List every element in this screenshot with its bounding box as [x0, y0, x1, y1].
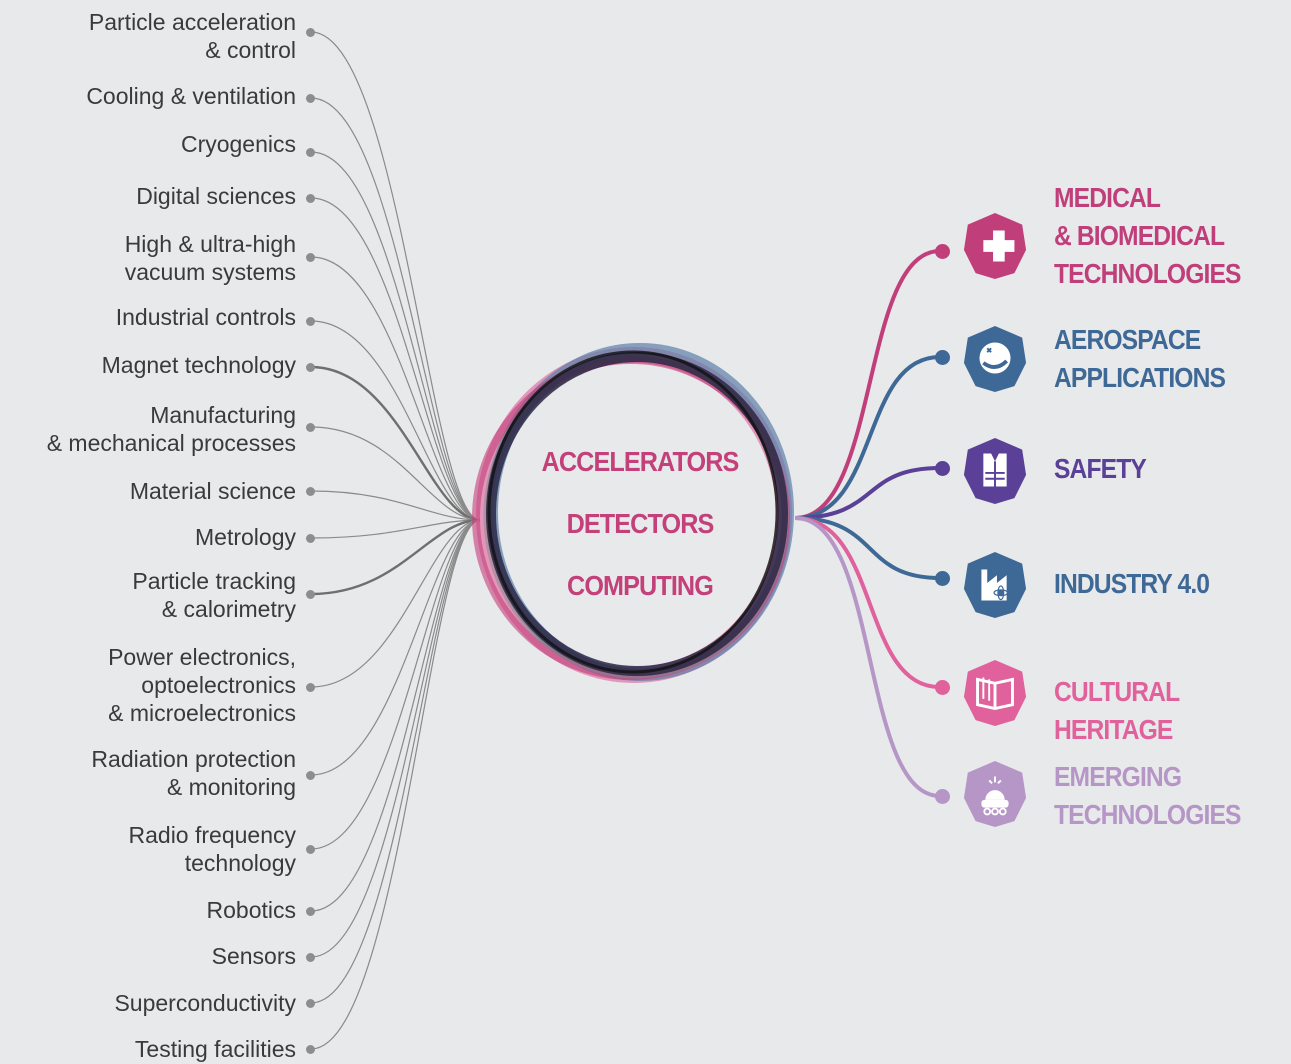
technology-label: Cooling & ventilation [86, 83, 296, 109]
technology-connector [310, 519, 481, 539]
technology-label: Radiation protection & monitoring [91, 746, 296, 800]
factory-atom-icon [962, 550, 1028, 620]
core-detectors: DETECTORS [566, 508, 715, 539]
technology-node [306, 148, 315, 157]
technology-connector [310, 519, 481, 912]
technology-label: Radio frequency technology [128, 822, 297, 876]
technology-connector [310, 519, 481, 688]
technology-connector [310, 197, 481, 521]
technology-node [306, 534, 315, 543]
technology-label: High & ultra-high vacuum systems [124, 231, 296, 285]
application-connector [794, 516, 941, 689]
technology-connector [310, 519, 481, 776]
technology-connector [310, 31, 481, 521]
application-node [935, 789, 950, 804]
application-label: EMERGING TECHNOLOGIES [1054, 761, 1241, 830]
satellite-icon [962, 324, 1028, 394]
central-ring [472, 343, 794, 683]
technology-node [306, 363, 315, 372]
technology-node [306, 999, 315, 1008]
application-node [935, 350, 950, 365]
technology-connector [310, 97, 481, 521]
technology-connector [310, 320, 481, 521]
technology-node [306, 94, 315, 103]
technology-node [306, 683, 315, 692]
application-node [935, 571, 950, 586]
technology-label: Cryogenics [180, 131, 296, 157]
technology-connector [310, 519, 481, 1004]
application-connector [794, 516, 941, 798]
technology-label: Sensors [211, 943, 296, 969]
technology-label: Robotics [206, 897, 296, 923]
technology-label: Particle acceleration & control [88, 9, 296, 63]
technology-node [306, 907, 315, 916]
technology-connector [310, 426, 481, 521]
technology-connector [310, 518, 481, 596]
application-label: SAFETY [1054, 453, 1147, 484]
technology-node [306, 845, 315, 854]
technology-label: Particle tracking & calorimetry [132, 568, 296, 622]
technology-node [306, 253, 315, 262]
technology-label: Power electronics, optoelectronics & mic… [108, 644, 296, 726]
application-label: MEDICAL & BIOMEDICAL TECHNOLOGIES [1054, 182, 1241, 289]
application-node [935, 680, 950, 695]
technology-connectors [310, 31, 481, 1050]
application-connector [794, 516, 941, 580]
technology-node [306, 194, 315, 203]
technology-node [306, 487, 315, 496]
application-connector [794, 466, 941, 520]
technology-label: Manufacturing & mechanical processes [46, 402, 296, 456]
application-connectors [794, 249, 941, 798]
technology-label: Magnet technology [101, 352, 296, 378]
core-accelerators: ACCELERATORS [541, 446, 740, 477]
technology-node [306, 953, 315, 962]
technology-node [306, 423, 315, 432]
technology-label: Superconductivity [114, 990, 296, 1016]
application-node [935, 244, 950, 259]
application-label: INDUSTRY 4.0 [1054, 568, 1210, 599]
technology-label: Industrial controls [115, 304, 296, 330]
open-book-icon [962, 658, 1028, 728]
technology-label: Metrology [195, 524, 296, 550]
technology-connector [310, 519, 481, 850]
technology-connector [310, 151, 481, 521]
robot-rover-icon [962, 759, 1028, 829]
technology-node [306, 317, 315, 326]
safety-vest-icon [962, 436, 1028, 506]
technology-label: Material science [129, 478, 296, 504]
application-label: AEROSPACE APPLICATIONS [1054, 324, 1226, 393]
technology-node [306, 590, 315, 599]
technology-connector [310, 365, 481, 522]
core-computing: COMPUTING [567, 570, 714, 601]
technology-connector [310, 519, 481, 958]
technology-node [306, 1045, 315, 1054]
technology-connector [310, 490, 481, 521]
application-connector [794, 249, 941, 520]
technology-node [306, 771, 315, 780]
technology-node [306, 28, 315, 37]
application-connector [794, 355, 941, 520]
technology-label: Digital sciences [136, 183, 296, 209]
technology-connector [310, 519, 481, 1050]
technology-connector [310, 256, 481, 521]
application-label: CULTURAL HERITAGE [1054, 676, 1180, 745]
medical-cross-icon [962, 211, 1028, 281]
technology-label: Testing facilities [134, 1036, 296, 1062]
application-node [935, 461, 950, 476]
